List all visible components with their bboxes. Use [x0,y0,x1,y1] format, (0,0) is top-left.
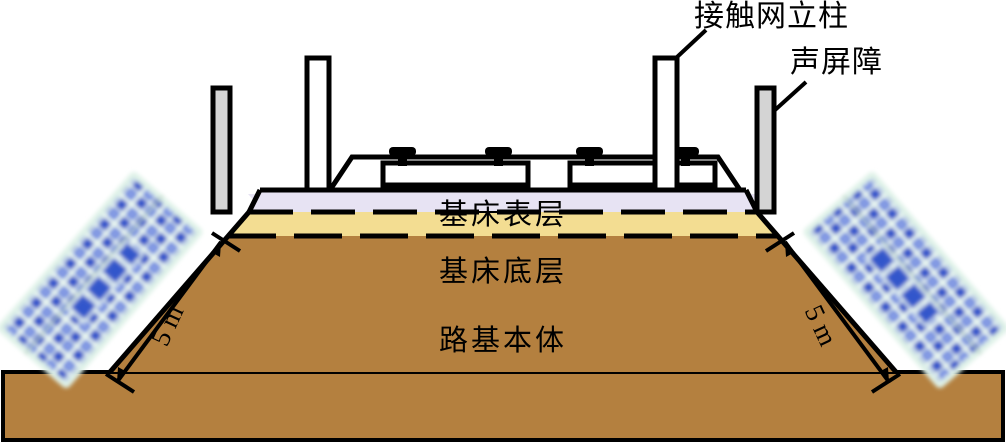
catenary-pole-right [652,55,680,193]
track-slab-right [567,147,718,188]
layer-label-subgrade-bottom: 基床底层 [438,256,567,288]
embankment-crest [249,190,757,212]
leader-line-barrier [773,80,808,112]
sound-barrier-right [754,85,777,215]
solar-panel-array-right [803,171,1006,389]
ground-base [1,370,1005,442]
layer-label-embankment-body: 路基本体 [438,325,567,357]
rail [485,147,512,166]
dimension-left [104,231,242,394]
leader-line-catenary [674,28,708,60]
sound-barrier-label: 声屏障 [790,46,883,79]
track-slab-left [380,147,531,188]
layer-separators [228,209,778,239]
catenary-pole-label: 接触网立柱 [694,0,849,33]
catenary-pole-left [304,55,332,193]
rail [389,147,416,166]
rail [576,147,603,166]
sound-barrier-left [210,85,233,215]
layer-label-subgrade-surface: 基床表层 [438,199,567,231]
dimension-right [764,231,902,394]
solar-panel-array-left [0,171,203,389]
